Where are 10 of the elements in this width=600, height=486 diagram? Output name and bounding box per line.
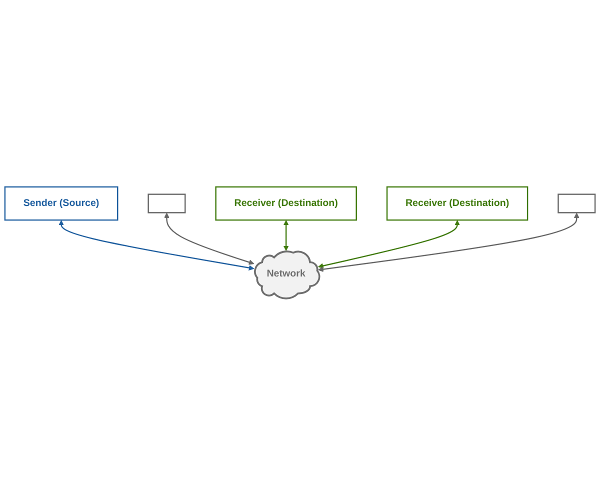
arrow xyxy=(318,213,580,272)
arrow xyxy=(164,213,254,266)
arrow xyxy=(283,220,289,252)
node-box: Sender (Source) xyxy=(4,186,118,221)
node-box: Receiver (Destination) xyxy=(215,186,357,221)
node-box xyxy=(558,194,596,214)
arrow xyxy=(58,220,254,271)
node-box: Receiver (Destination) xyxy=(386,186,528,221)
node-box xyxy=(148,194,186,214)
arrow xyxy=(318,220,460,269)
